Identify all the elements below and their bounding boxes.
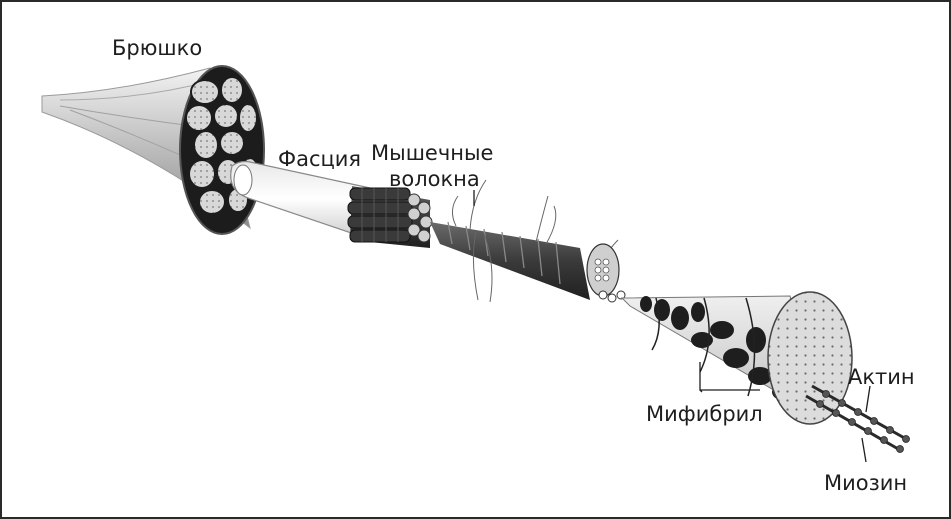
label-belly: Брюшко — [112, 36, 202, 61]
label-myosin: Миозин — [824, 471, 907, 496]
muscle-fiber — [430, 180, 625, 302]
label-muscle-fibers-line2: волокна — [389, 167, 480, 192]
fascicle-bundle — [348, 186, 432, 248]
label-fascia: Фасция — [278, 147, 361, 172]
label-actin: Актин — [848, 365, 915, 390]
label-muscle-fibers-line1: Мышечные — [371, 141, 493, 166]
muscle-belly — [42, 66, 264, 234]
myosin-leader-line — [862, 438, 866, 462]
label-myofibril: Мифибрил — [646, 402, 763, 427]
